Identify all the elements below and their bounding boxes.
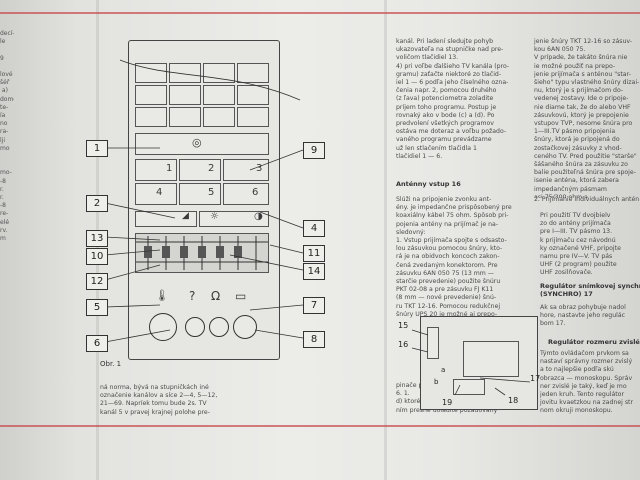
callout-19: 19 <box>442 398 453 407</box>
rear-screen-window <box>463 341 519 377</box>
question-icon: ? <box>189 289 196 303</box>
callout-4: 4 <box>303 220 325 237</box>
contrast-icon: ◑ <box>254 211 263 222</box>
callout-18: 18 <box>508 396 519 405</box>
panel-cell <box>135 85 167 105</box>
brightness-strip: ☼ ◑ <box>199 211 269 227</box>
figure-caption: Obr. 1 <box>100 360 122 368</box>
letter-a: a <box>441 366 446 374</box>
preset-button-1: 1 <box>135 159 177 181</box>
callout-8: 8 <box>303 331 325 348</box>
triangle-icon: ◢ <box>182 211 189 221</box>
preset-button-4: 4 <box>135 183 177 205</box>
col1-bottom-text: ná norma, bývá na stupničkách iné označe… <box>100 384 218 416</box>
col3-item-2: 2. Prijímanie individuálnych antén <box>534 196 640 203</box>
callout-11: 11 <box>303 245 325 262</box>
callout-16: 16 <box>398 340 409 349</box>
callout-7: 7 <box>303 297 325 314</box>
left-edge-text: decí- le 9 lové šéř a) domo te- ía no ra… <box>0 30 14 243</box>
callout-12: 12 <box>86 273 108 290</box>
col3-top-text: jenie šnúry TKT 12-16 so zásuv- kou 6AN … <box>534 38 640 198</box>
preset-button-6: 6 <box>223 183 269 205</box>
panel-cell <box>135 63 167 83</box>
col3-synchro-text: Ak sa obraz pohybuje nadol hore, nastavt… <box>540 304 626 328</box>
panel-cell <box>203 107 235 127</box>
knob-tone <box>185 317 205 337</box>
callout-5: 5 <box>86 299 108 316</box>
callout-9: 9 <box>303 142 325 159</box>
panel-cell <box>135 107 167 127</box>
preset-button-2: 2 <box>179 159 221 181</box>
letter-b: b <box>434 378 439 386</box>
col3-heading-vertical: Regulátor rozmeru zvislé 18 <box>548 338 640 346</box>
panel-cell <box>237 85 269 105</box>
panel-cell <box>203 63 235 83</box>
callout-14: 14 <box>303 263 325 280</box>
knob-selector <box>233 315 257 339</box>
sun-icon: ☼ <box>210 211 219 222</box>
panel-cell <box>237 63 269 83</box>
thermometer-icon: 🌡 <box>155 289 169 302</box>
preset-button-3: 3 <box>223 159 269 181</box>
top-red-rule <box>0 12 640 14</box>
callout-1: 1 <box>86 140 108 157</box>
callout-13: 13 <box>86 230 108 247</box>
preset-button-5: 5 <box>179 183 221 205</box>
callout-17: 17 <box>530 374 541 383</box>
rear-connector <box>427 327 439 359</box>
panel-cell <box>169 63 201 83</box>
knob-volume <box>149 313 177 341</box>
volume-strip: ◢ <box>135 211 197 227</box>
col3-mid-text: Pri použití TV dvojbielv zo do antény pr… <box>540 212 621 277</box>
page-fold-right <box>384 0 387 480</box>
col3-heading-synchro: Regulátor snímkovej synchronizácie (SYNC… <box>540 282 640 298</box>
panel-cell <box>237 107 269 127</box>
tv-front-panel-figure: ◎ 1 2 3 4 5 6 ◢ ☼ ◑ 🌡 ? Ω <box>128 40 280 360</box>
rear-slider <box>453 379 485 395</box>
col2-antenna-text: Slúži na pripojenie zvonku ant- ény. je … <box>396 196 512 318</box>
power-circle-icon: ◎ <box>192 136 202 149</box>
tuner-ticks-graphic <box>136 236 268 270</box>
col2-top-text: kanál. Pri ladení sledujte pohyb ukazova… <box>396 38 510 160</box>
rear-panel-figure <box>420 316 538 410</box>
headphones-icon: Ω <box>211 289 221 303</box>
col2-heading-antenna: Anténny vstup 16 <box>396 180 461 188</box>
panel-cell <box>203 85 235 105</box>
panel-cell <box>169 85 201 105</box>
callout-15: 15 <box>398 321 409 330</box>
knob-balance <box>209 317 229 337</box>
col3-vertical-text: Týmto ovládačom prvkom sa nastaví správn… <box>540 350 634 415</box>
callout-2: 2 <box>86 195 108 212</box>
callout-10: 10 <box>86 248 108 265</box>
panel-cell <box>169 107 201 127</box>
power-button-strip: ◎ <box>135 133 269 155</box>
tape-icon: ▭ <box>235 289 247 303</box>
callout-6: 6 <box>86 335 108 352</box>
bottom-red-rule <box>0 425 640 427</box>
